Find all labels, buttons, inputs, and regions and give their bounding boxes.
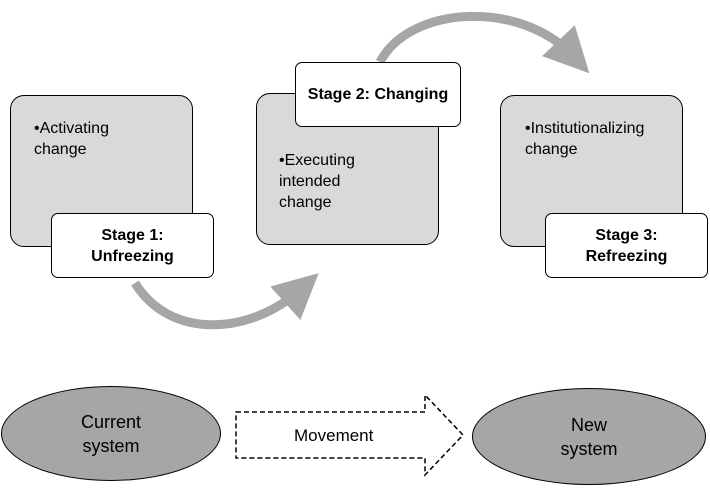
movement-label: Movement xyxy=(294,426,374,445)
new-system-ellipse: New system xyxy=(472,388,706,485)
current-system-ellipse: Current system xyxy=(1,386,221,481)
stage-3-description: •Institutionalizing change xyxy=(525,120,645,158)
curved-arrow-stage2-to-stage3 xyxy=(376,12,590,74)
stage-2-title: Stage 2: Changing xyxy=(295,62,461,127)
movement-arrow-outline xyxy=(235,393,465,477)
stage-3-title: Stage 3: Refreezing xyxy=(545,213,708,278)
curved-arrow-stage1-to-stage2 xyxy=(131,273,319,330)
stage-1-description: •Activating change xyxy=(34,120,109,158)
stage-1-title: Stage 1: Unfreezing xyxy=(51,213,214,278)
stage-2-description: •Executing intended change xyxy=(279,152,355,211)
